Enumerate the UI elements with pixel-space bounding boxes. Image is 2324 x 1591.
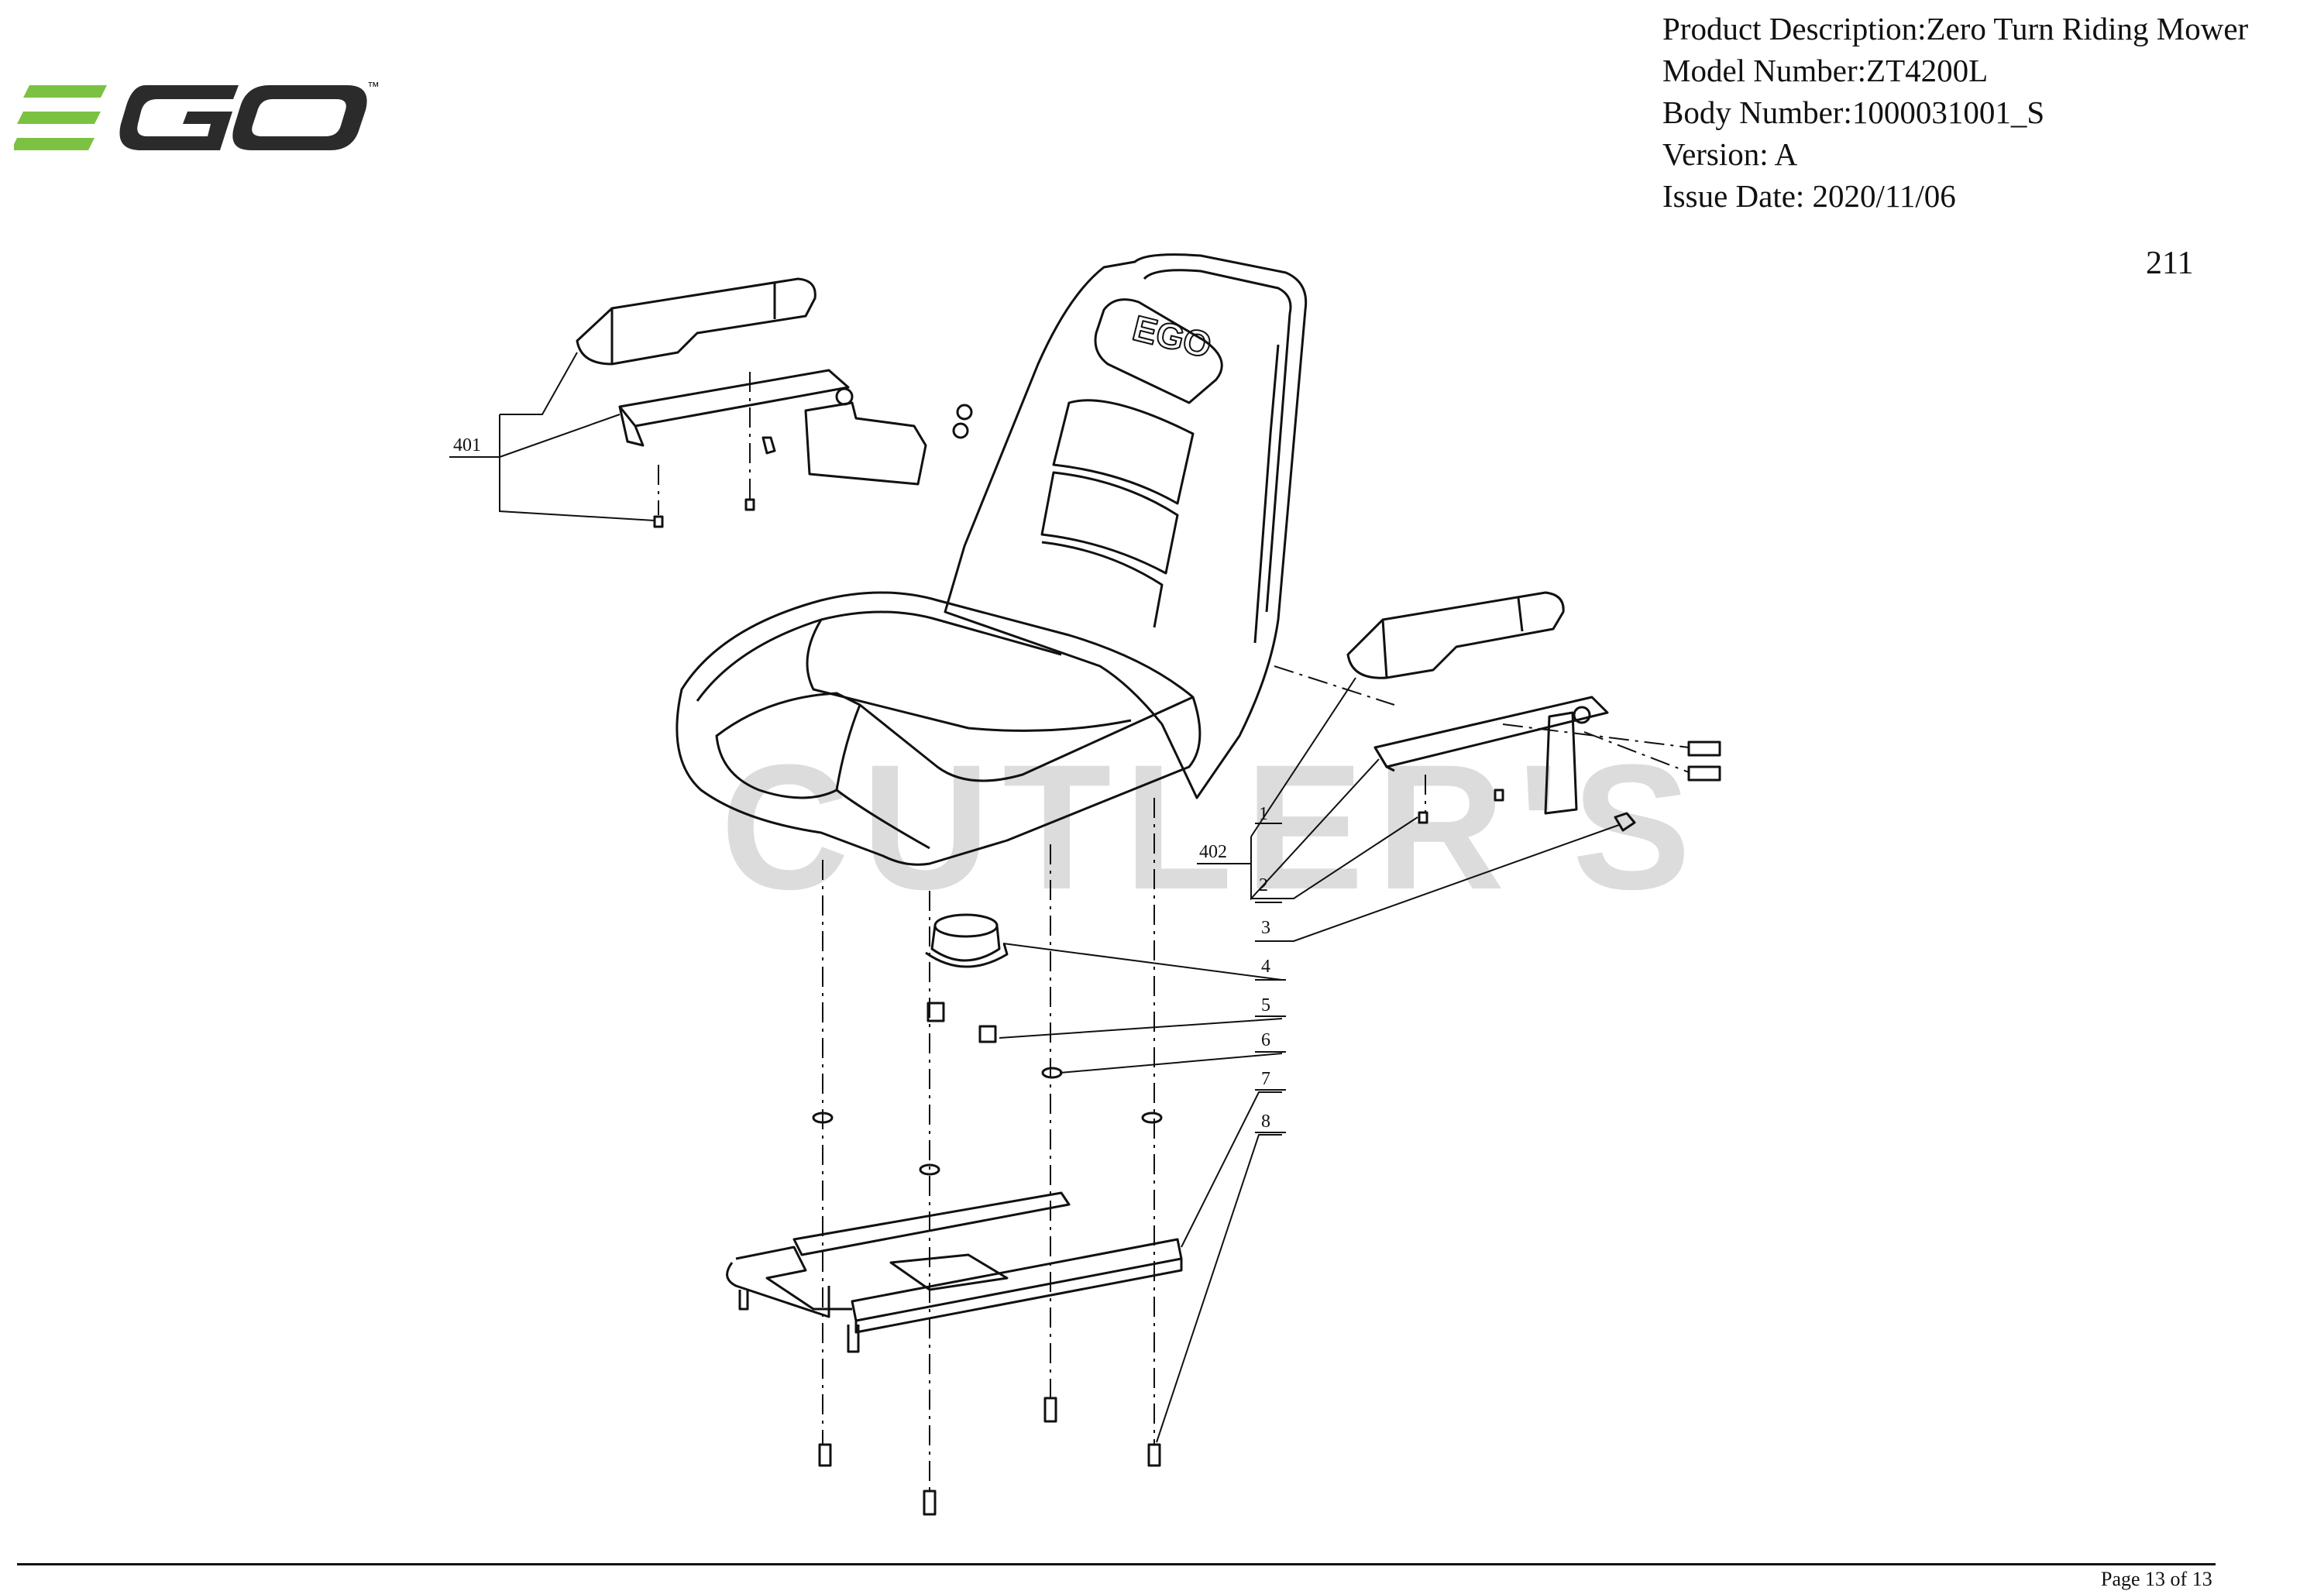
page-number: Page 13 of 13 <box>2101 1568 2212 1590</box>
header-block: Product Description:Zero Turn Riding Mow… <box>1662 8 2248 217</box>
slide-rail-assembly <box>726 1191 1183 1353</box>
callout-6: 6 <box>1261 1030 1270 1050</box>
seat-switch <box>925 913 1009 968</box>
callout-402: 402 <box>1199 842 1227 862</box>
callout-401: 401 <box>453 435 481 455</box>
issue-date: Issue Date: 2020/11/06 <box>1662 178 1956 214</box>
footer-rule <box>17 1563 2216 1565</box>
callout-7: 7 <box>1261 1069 1270 1089</box>
svg-text:EGO: EGO <box>1129 308 1215 366</box>
ego-logo: ™ <box>11 77 386 163</box>
seat-cushion <box>676 591 1202 866</box>
product-description: Product Description:Zero Turn Riding Mow… <box>1662 11 2249 46</box>
callout-3: 3 <box>1261 918 1270 938</box>
callout-underlines <box>1255 823 1290 1133</box>
version: Version: A <box>1662 136 1798 172</box>
callout-1: 1 <box>1259 804 1268 824</box>
left-bracket <box>618 369 973 486</box>
logo-green-bars-icon <box>11 85 107 150</box>
hardware-screws <box>653 498 1504 1516</box>
callout-5: 5 <box>1261 995 1270 1015</box>
right-armrest <box>1346 591 1565 679</box>
watermark: CUTLER'S <box>720 727 1703 926</box>
model-number: Model Number:ZT4200L <box>1662 53 1989 88</box>
callouts: 401 402 1 2 3 4 5 6 7 8 <box>453 435 1270 1132</box>
body-number: Body Number:1000031001_S <box>1662 94 2045 130</box>
callout-4: 4 <box>1261 957 1270 977</box>
right-bracket <box>1373 696 1721 832</box>
diagram-code: 211 <box>2146 246 2194 281</box>
center-lines <box>658 372 1690 1491</box>
left-armrest <box>576 277 816 366</box>
callout-2: 2 <box>1259 875 1268 895</box>
trademark-mark: ™ <box>367 81 380 94</box>
callout-8: 8 <box>1261 1112 1270 1132</box>
seat-back: EGO <box>944 253 1308 799</box>
leader-lines <box>449 352 1620 1443</box>
